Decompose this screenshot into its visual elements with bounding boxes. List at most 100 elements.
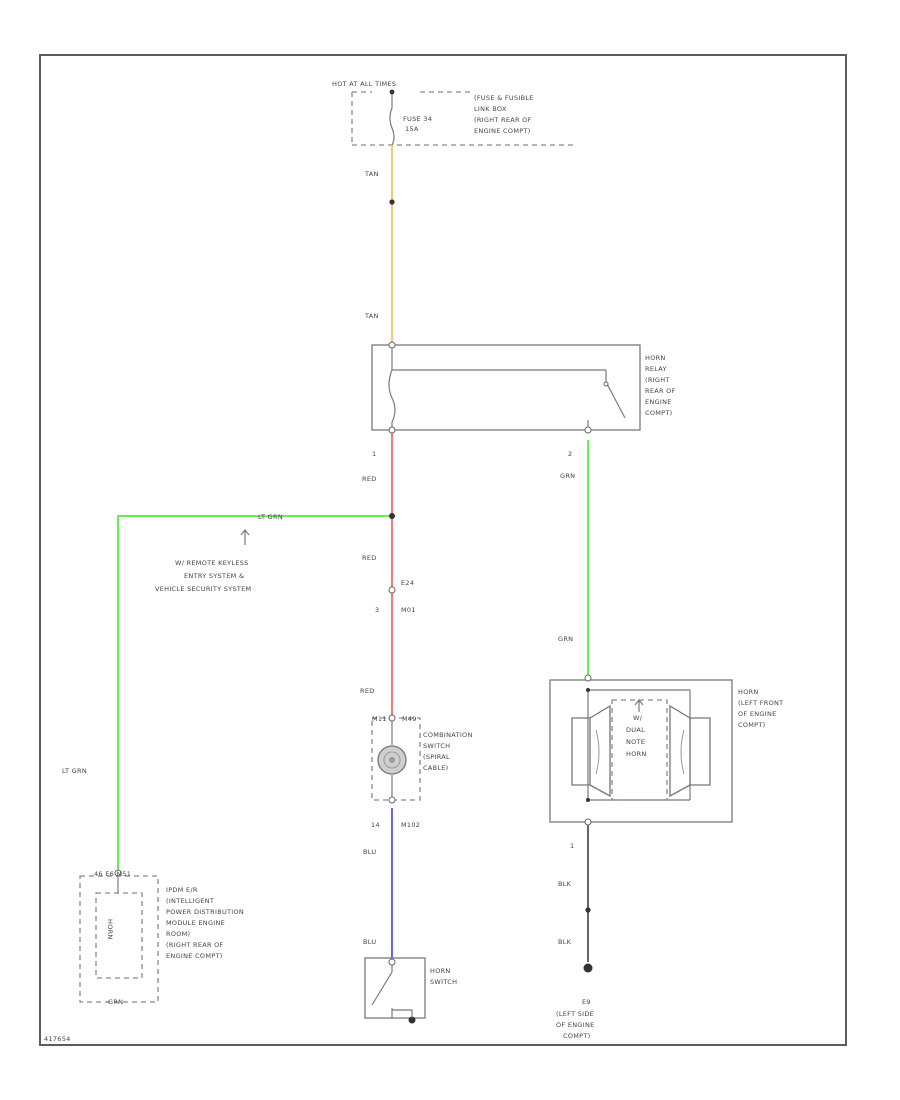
combination-name-3: (SPIRAL <box>423 753 450 761</box>
ground-icon <box>583 963 593 973</box>
combination-switch: M11 M49 COMBINATION SWITCH (SPIRAL CABLE… <box>371 714 473 829</box>
dual-note-arrow <box>634 699 644 712</box>
ipdm-outline <box>79 875 159 1003</box>
horn-switch-ground-dot <box>408 1016 416 1024</box>
ground-code: E9 <box>582 998 591 1006</box>
horn-name-1: HORN <box>738 688 759 696</box>
relay-coil <box>388 345 396 430</box>
relay-name-5: ENGINE <box>645 398 672 406</box>
fuse-number: FUSE 34 <box>403 115 432 123</box>
red-label-3: RED <box>360 687 375 695</box>
tan-label-upper: TAN <box>364 170 379 178</box>
combination-pin-top <box>388 714 396 722</box>
fuse-box-name-4: ENGINE COMPT) <box>474 127 531 135</box>
dual-note-4: HORN <box>626 750 647 758</box>
fuse-element <box>389 92 395 146</box>
fuse-block: HOT AT ALL TIMES FUSE 34 15A (FUSE & FUS… <box>332 80 575 146</box>
horn-pin-top <box>584 674 592 682</box>
horn-top-node <box>586 688 590 692</box>
combination-switch-outline <box>371 717 421 801</box>
grn-label-2: GRN <box>558 635 573 643</box>
ipdm-name-5: ROOM) <box>166 930 190 938</box>
dual-note-1: W/ <box>633 714 643 722</box>
tan-splice <box>389 199 395 205</box>
diagram-frame <box>39 54 847 1046</box>
combination-bottom-left: 14 <box>371 821 380 829</box>
dual-note-3: NOTE <box>626 738 645 746</box>
ipdm-name-6: (RIGHT REAR OF <box>166 941 224 949</box>
connector-pin-label: 3 <box>375 606 379 614</box>
combination-bottom-right: M102 <box>401 821 420 829</box>
fuse-amperage: 15A <box>405 125 419 133</box>
horn-assembly: W/ DUAL NOTE HORN HORN (LEFT FRONT OF EN… <box>549 674 783 850</box>
ground-name-1: (LEFT SIDE <box>556 1010 594 1018</box>
horn-switch-name-1: HORN <box>430 967 451 975</box>
e24-connector-pin <box>388 586 396 594</box>
tan-label-lower: TAN <box>364 312 379 320</box>
ipdm-name-1: IPDM E/R <box>166 886 198 894</box>
fuse-box-outline <box>351 91 575 146</box>
relay-name-3: (RIGHT <box>645 376 670 384</box>
ipdm-name-2: (INTELLIGENT <box>166 897 214 905</box>
horn-inner-wire <box>587 689 691 801</box>
ipdm-inner-box <box>95 892 143 979</box>
e24-label: E24 <box>401 579 414 587</box>
ipdm-inner-label: HORN <box>106 919 114 940</box>
combination-name-1: COMBINATION <box>423 731 473 739</box>
horn-switch-contact <box>371 965 393 1018</box>
horn-pin-label: 1 <box>570 842 574 850</box>
horn-name-4: COMPT) <box>738 721 766 729</box>
horn-switch-box <box>364 957 426 1019</box>
power-label: HOT AT ALL TIMES <box>332 80 396 88</box>
dual-note-2: DUAL <box>626 726 645 734</box>
horn-name-2: (LEFT FRONT <box>738 699 783 707</box>
horn-switch-pin <box>388 958 396 966</box>
relay-box <box>371 344 641 431</box>
note-line-3: VEHICLE SECURITY SYSTEM <box>155 585 251 593</box>
relay-pin-right <box>584 426 592 434</box>
note-line-1: W/ REMOTE KEYLESS <box>175 559 249 567</box>
blk-label-2: BLK <box>558 938 572 946</box>
lt-grn-label-top: LT GRN <box>258 513 283 521</box>
ipdm-module: HORN 46 E6 M51 GRN IPDM E/R (INTELLIGENT… <box>79 869 244 1006</box>
combination-name-2: SWITCH <box>423 742 450 750</box>
ground-name-2: OF ENGINE <box>556 1021 595 1029</box>
relay-name-1: HORN <box>645 354 666 362</box>
horn-right-bell <box>669 704 691 798</box>
lt-grn-label-side: LT GRN <box>62 767 87 775</box>
blu-label-1: BLU <box>363 848 376 856</box>
diagram-reference: 417654 <box>44 1035 71 1043</box>
relay-name-6: COMPT) <box>645 409 673 417</box>
note-arrow <box>240 529 250 545</box>
fuse-box-name-2: LINK BOX <box>474 105 507 113</box>
horn-pin-bottom <box>584 818 592 826</box>
fuse-box-name-1: (FUSE & FUSIBLE <box>474 94 534 102</box>
horn-left-icon <box>571 717 591 786</box>
horn-right-cone <box>680 729 685 775</box>
ipdm-name-7: ENGINE COMPT) <box>166 952 223 960</box>
blu-label-2: BLU <box>363 938 376 946</box>
horn-outer-box <box>549 679 733 823</box>
blk-splice <box>585 907 591 913</box>
relay-contact <box>605 370 626 419</box>
horn-left-cone <box>595 729 600 775</box>
ground-name-3: COMPT) <box>563 1032 591 1040</box>
ipdm-bottom-label: GRN <box>108 998 123 1006</box>
horn-right-icon <box>689 717 711 786</box>
lt-grn-wire <box>117 515 392 870</box>
blk-label-1: BLK <box>558 880 572 888</box>
combination-name-4: CABLE) <box>423 764 449 772</box>
combination-top-left: M11 <box>372 715 387 723</box>
relay-pin-top <box>388 341 396 349</box>
combination-top-right: M49 <box>402 715 417 723</box>
horn-name-3: OF ENGINE <box>738 710 777 718</box>
horn-switch: HORN SWITCH <box>364 957 457 1024</box>
spiral-cable-core <box>389 757 395 763</box>
horn-switch-ground-lead <box>392 1009 413 1018</box>
horn-bottom-node <box>586 798 590 802</box>
relay-name-2: RELAY <box>645 365 667 373</box>
ipdm-top-label: 46 E6 M51 <box>94 870 131 878</box>
horn-relay: HORN RELAY (RIGHT REAR OF ENGINE COMPT) … <box>371 341 675 458</box>
red-label-1: RED <box>362 475 377 483</box>
